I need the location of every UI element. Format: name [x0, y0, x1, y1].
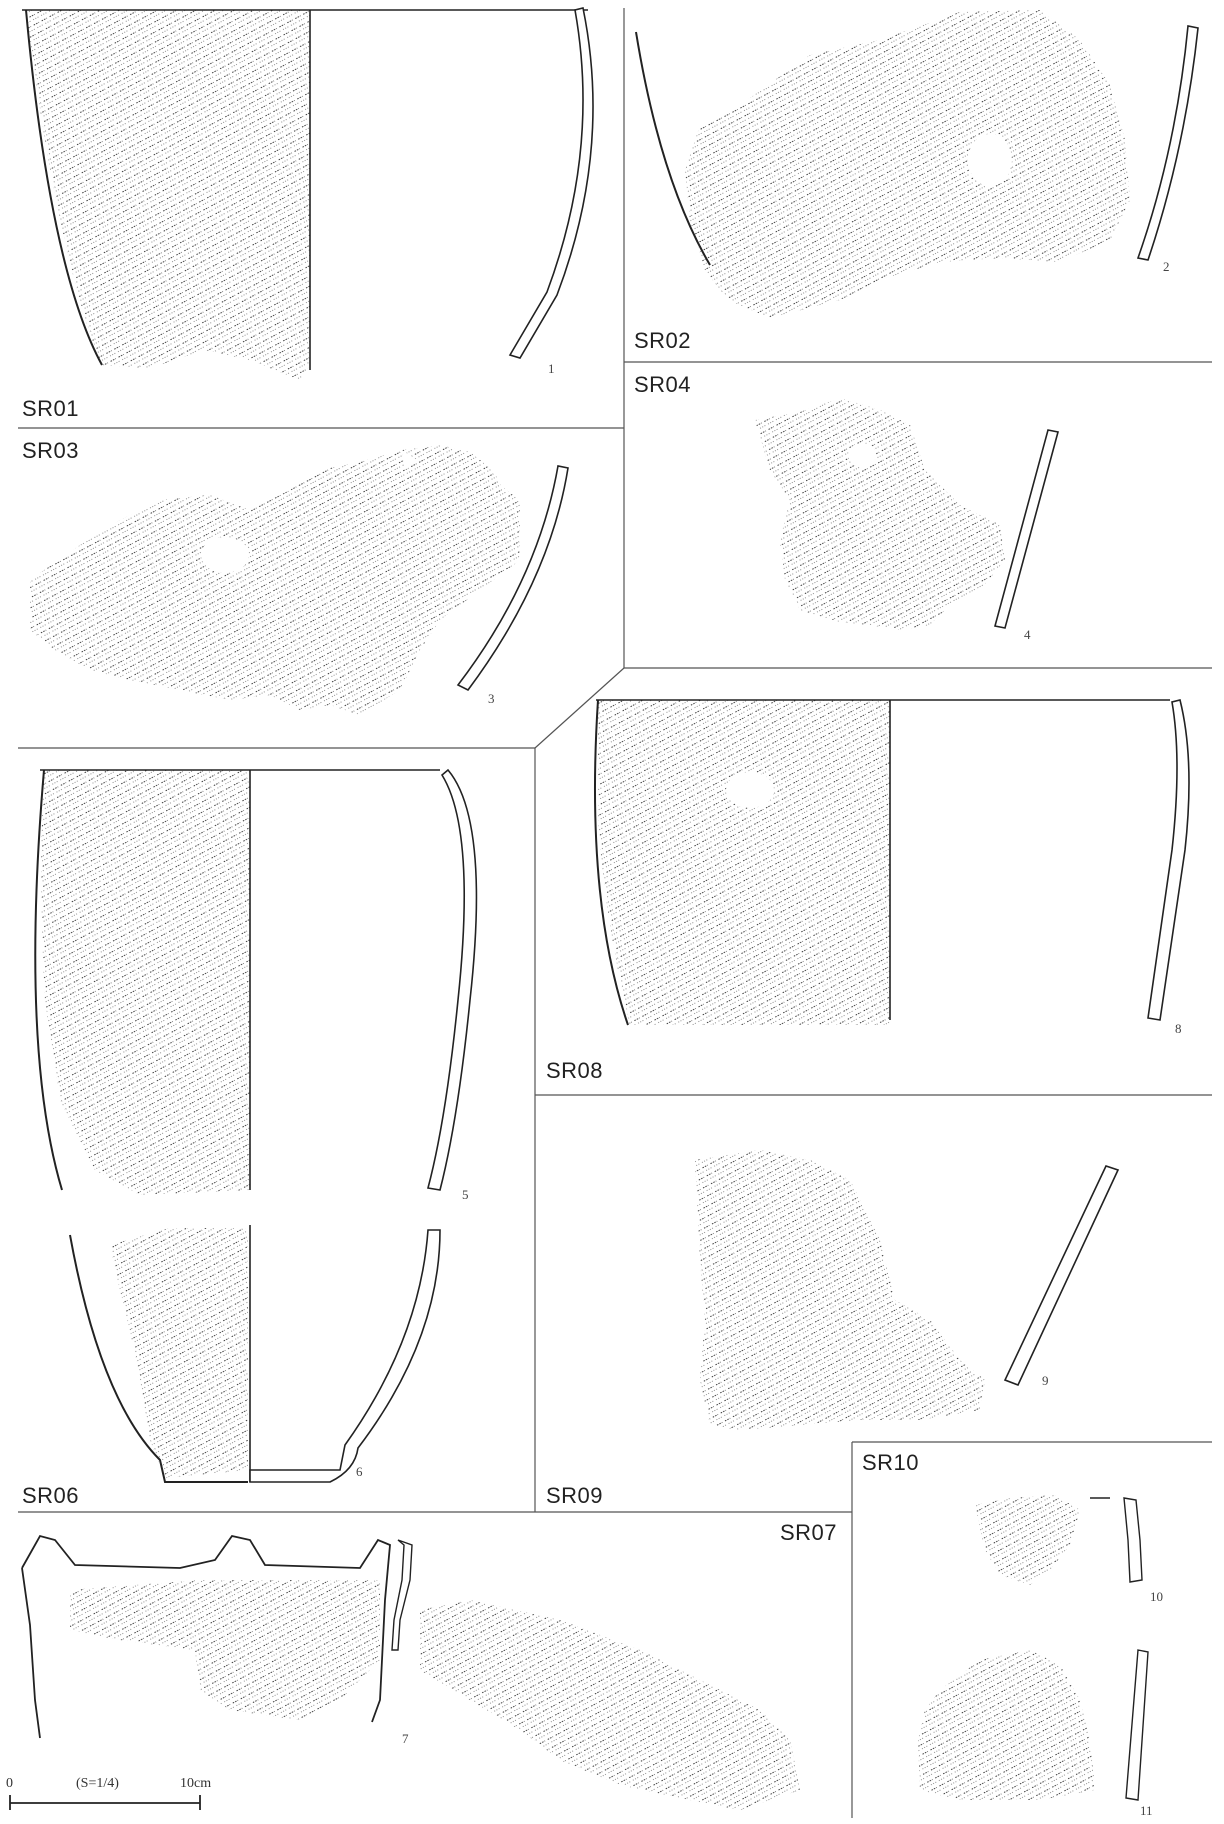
vessel-3-drawing	[30, 445, 569, 715]
vessel-9-drawing	[695, 1150, 1120, 1430]
figure-number-1: 1	[548, 361, 555, 376]
section-label-sr04: SR04	[634, 372, 692, 397]
vessel-6-drawing	[69, 1225, 441, 1483]
figure-number-4: 4	[1024, 627, 1031, 642]
section-label-sr08: SR08	[546, 1058, 604, 1083]
scale-start-label: 0	[6, 1776, 13, 1791]
section-label-sr02: SR02	[634, 328, 692, 353]
scale-end-label: 10cm	[180, 1776, 212, 1791]
vessel-11-drawing	[918, 1649, 1149, 1801]
panel-dividers	[18, 8, 1212, 1818]
vessel-1-drawing	[22, 7, 594, 380]
figure-number-3: 3	[488, 691, 495, 706]
vessel-8-drawing	[594, 699, 1190, 1026]
section-label-sr10: SR10	[862, 1450, 920, 1475]
figure-number-6: 6	[356, 1464, 363, 1479]
figure-number-10: 10	[1150, 1589, 1163, 1604]
section-label-sr01: SR01	[22, 396, 80, 421]
scale-bar	[9, 1795, 201, 1810]
vessel-7-drawing	[21, 1534, 800, 1810]
vessel-4-drawing	[755, 398, 1059, 630]
section-label-sr06: SR06	[22, 1483, 80, 1508]
figure-number-7: 7	[402, 1731, 409, 1746]
vessel-10-drawing	[975, 1495, 1143, 1585]
vessel-2-drawing	[635, 10, 1199, 318]
figure-number-9: 9	[1042, 1373, 1049, 1388]
figure-number-2: 2	[1163, 259, 1170, 274]
figure-number-11: 11	[1140, 1803, 1153, 1818]
scale-ratio-label: (S=1/4)	[76, 1776, 119, 1791]
figure-number-5: 5	[462, 1187, 469, 1202]
figure-number-8: 8	[1175, 1021, 1182, 1036]
vessel-5-drawing	[34, 768, 478, 1195]
section-label-sr03: SR03	[22, 438, 80, 463]
section-label-sr09: SR09	[546, 1483, 604, 1508]
section-label-sr07: SR07	[780, 1520, 838, 1545]
